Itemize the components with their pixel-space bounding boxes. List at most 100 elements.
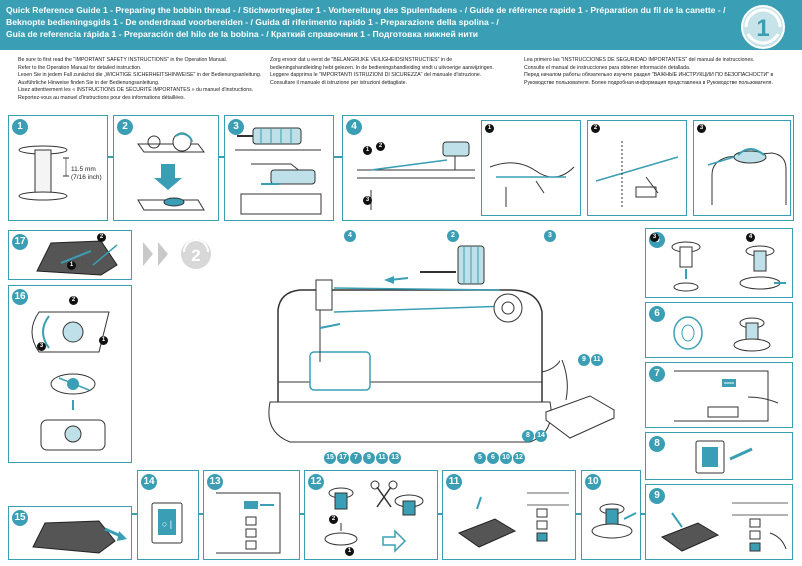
intro-column-2: Zorg ervoor dat u eerst de "BELANGRIJKE … (270, 57, 520, 87)
intro-column-3: Lea primero las "INSTRUCCIONES DE SEGURI… (524, 57, 774, 87)
intro-text: Leggere dapprima le "IMPORTANTI ISTRUZIO… (270, 72, 482, 79)
step-13-panel: 13 (203, 470, 300, 560)
step-number-badge: 13 (207, 474, 223, 490)
intro-text: Руководстве пользователя. Более подробна… (524, 79, 773, 86)
foot-controller-illustration (544, 360, 616, 439)
callout-number: 9 (578, 354, 590, 366)
callout-group: 8 14 (522, 430, 547, 443)
step-number-badge: 15 (12, 510, 28, 526)
intro-text: Lisez attentivement les « INSTRUCTIONS D… (18, 87, 254, 94)
step-marker: 3 (650, 233, 659, 242)
callout-number: 5 (474, 452, 486, 464)
winder-switch-illustration (674, 370, 779, 422)
callout-number: 11 (591, 354, 603, 366)
step-4-detail-1: 1 (481, 120, 581, 216)
substep-marker: 3 (697, 124, 706, 133)
press-pedal-illustration (660, 502, 788, 552)
guide-2-number: 2 (191, 246, 200, 265)
callout-number: 3 (544, 230, 556, 242)
connector (641, 513, 646, 515)
step-9-panel: 9 (645, 484, 793, 560)
step-number-badge: 14 (141, 474, 157, 490)
bobbin-on-shaft-illustration (671, 241, 786, 292)
bobbin-height-mm: 11.5 mm (71, 166, 96, 173)
step-7-panel: 7 (645, 362, 793, 428)
step-4-detail-2: 2 (587, 120, 687, 216)
callout-number: 17 (337, 452, 349, 464)
step-3-panel: 3 (224, 115, 334, 221)
step-6-panel: 6 (645, 302, 793, 358)
step-1-panel: 1 11.5 mm (7/16 inch) (8, 115, 108, 221)
callout-group: 5 6 10 12 (474, 452, 525, 465)
step-11-panel: 11 (442, 470, 576, 560)
bobbin-full-illustration (591, 503, 637, 539)
release-pedal-illustration (457, 492, 569, 548)
connector (576, 513, 582, 515)
step-number-badge: 1 (12, 119, 28, 135)
intro-text: Reportez-vous au manuel d'instructions p… (18, 94, 186, 101)
step-number-badge: 4 (346, 119, 362, 135)
thread-guide-illustration (357, 141, 475, 210)
header-bar: Quick Reference Guide 1 - Preparing the … (0, 0, 802, 50)
cut-thread-illustration (36, 240, 118, 276)
callout-number: 6 (487, 452, 499, 464)
step-marker: 2 (69, 296, 78, 305)
intro-text: Consultare il manuale di istruzione per … (270, 79, 407, 86)
next-chevron (158, 242, 168, 266)
step-marker: 3 (363, 196, 372, 205)
next-chevron (143, 242, 153, 266)
step-5-panel: 5 3 4 (645, 228, 793, 298)
step-15-panel: 15 (8, 506, 132, 560)
step-marker: 2 (97, 233, 106, 242)
winder-return-illustration (216, 492, 281, 554)
threading-detail-1 (489, 162, 575, 207)
callout-number: 8 (522, 430, 534, 442)
callout-number: 9 (363, 452, 375, 464)
connector (199, 513, 204, 515)
step-4-panel: 4 1 2 3 1 2 3 (342, 115, 794, 221)
guide-2-link-icon[interactable]: 2 (178, 236, 214, 272)
substep-marker: 1 (485, 124, 494, 133)
connector (218, 156, 226, 158)
bobbin-height-inch: (7/16 inch) (71, 174, 102, 181)
bobbin-winder-illustration (137, 132, 205, 211)
callout-group: 4 (344, 230, 356, 243)
header-line-2: Beknopte bedieningsgids 1 - De onderdraa… (6, 17, 499, 27)
svg-text:○ |: ○ | (162, 519, 172, 529)
step-8-panel: 8 (645, 432, 793, 480)
remove-cover-illustration (32, 520, 127, 554)
callout-number: 4 (344, 230, 356, 242)
step-number-badge: 6 (649, 306, 665, 322)
logo-number: 1 (756, 15, 769, 42)
step-4-detail-3: 3 (693, 120, 791, 216)
callout-group: 9 11 (578, 354, 603, 367)
step-16-panel: 16 2 1 3 (8, 285, 132, 463)
step-14-panel: 14 ○ | (137, 470, 199, 560)
callout-number: 14 (535, 430, 547, 442)
callout-group: 15 17 7 9 11 13 (324, 452, 401, 465)
intro-text: Be sure to first read the "IMPORTANT SAF… (18, 57, 228, 63)
callout-group: 2 (447, 230, 459, 243)
header-line-3: Guía de referencia rápida 1 - Preparació… (6, 29, 479, 39)
intro-text: Consulte el manual de instrucciones para… (524, 64, 691, 71)
power-off-illustration: ○ | (151, 502, 183, 544)
step-number-badge: 11 (446, 474, 462, 490)
intro-text: Lesen Sie in jedem Fall zunächst die „WI… (18, 72, 262, 79)
intro-text: Ausführliche Hinweise finden Sie in der … (18, 79, 160, 86)
sewing-machine-illustration (268, 245, 560, 443)
callout-number: 7 (350, 452, 362, 464)
step-10-panel: 10 (581, 470, 641, 560)
step-number-badge: 16 (12, 289, 28, 305)
step-number-badge: 9 (649, 488, 665, 504)
step-marker: 1 (345, 547, 354, 556)
connector (438, 513, 443, 515)
step-12-panel: 12 2 1 (304, 470, 438, 560)
connector (107, 156, 115, 158)
step-marker: 4 (746, 233, 755, 242)
step-marker: 1 (67, 261, 76, 270)
step-number-badge: 8 (649, 436, 665, 452)
step-2-panel: 2 (113, 115, 219, 221)
step-number-badge: 10 (585, 474, 601, 490)
bobbin-case-insertion-illustration (31, 311, 110, 451)
cut-bobbin-thread-illustration (324, 480, 424, 553)
